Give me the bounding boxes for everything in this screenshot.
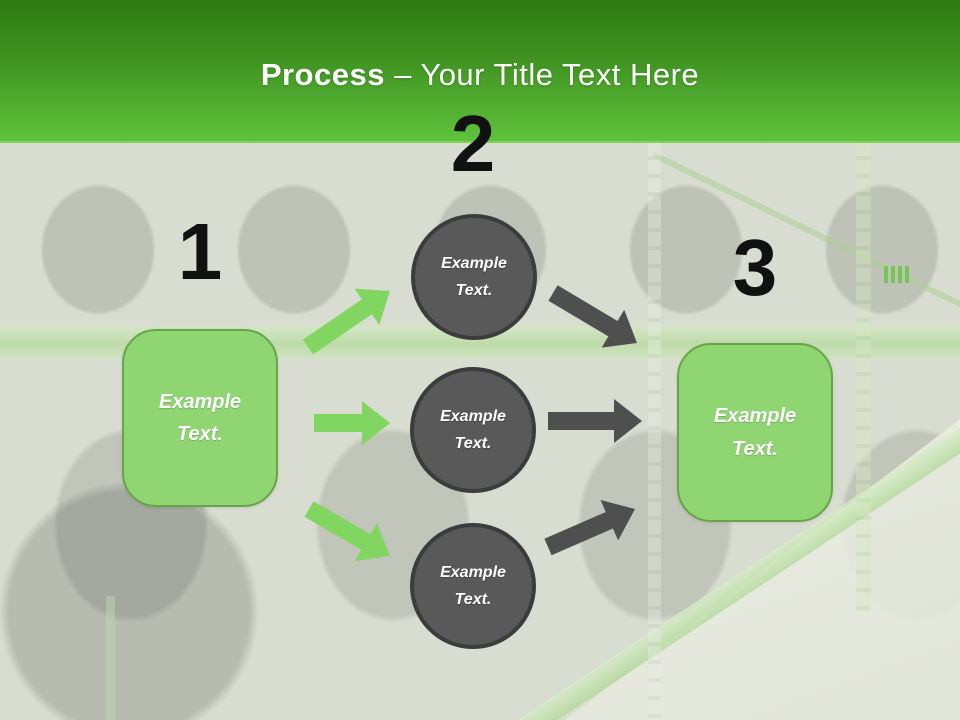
background-rack-brace (652, 152, 960, 316)
process-box-right: Example Text. (677, 343, 833, 522)
step-number-2: 2 (450, 99, 496, 188)
slide-title-rest: – Your Title Text Here (384, 56, 700, 92)
process-box-left: Example Text. (122, 329, 278, 507)
process-box-right-label: Example Text. (713, 405, 797, 460)
green-arrow-to-bottom-circle (304, 501, 390, 561)
gray-arrow-from-bottom-circle (544, 500, 635, 556)
process-circle-bottom: Example Text. (410, 523, 536, 649)
process-circle-top: Example Text. (411, 214, 537, 340)
gray-arrow-from-middle-circle (548, 399, 642, 443)
background-rack-post-right (856, 142, 871, 612)
background-rack-light-detail (884, 266, 911, 283)
background-rack-post-middle (648, 142, 661, 720)
header-bar: Process – Your Title Text Here (0, 0, 960, 143)
process-circle-bottom-label: Example Text. (440, 563, 506, 608)
process-circle-top-label: Example Text. (441, 254, 507, 299)
process-circle-middle-label: Example Text. (440, 407, 506, 452)
slide-title-bold: Process (260, 56, 385, 92)
process-box-left-label: Example Text. (158, 390, 242, 445)
green-arrow-to-top-circle (302, 288, 390, 355)
step-number-1: 1 (177, 207, 223, 296)
step-number-3: 3 (732, 223, 778, 312)
green-arrow-to-middle-circle (314, 401, 390, 445)
slide-title: Process – Your Title Text Here (261, 57, 699, 93)
process-circle-middle: Example Text. (410, 367, 536, 493)
background-rack-post-left (106, 596, 115, 720)
gray-arrow-from-top-circle (548, 285, 638, 348)
